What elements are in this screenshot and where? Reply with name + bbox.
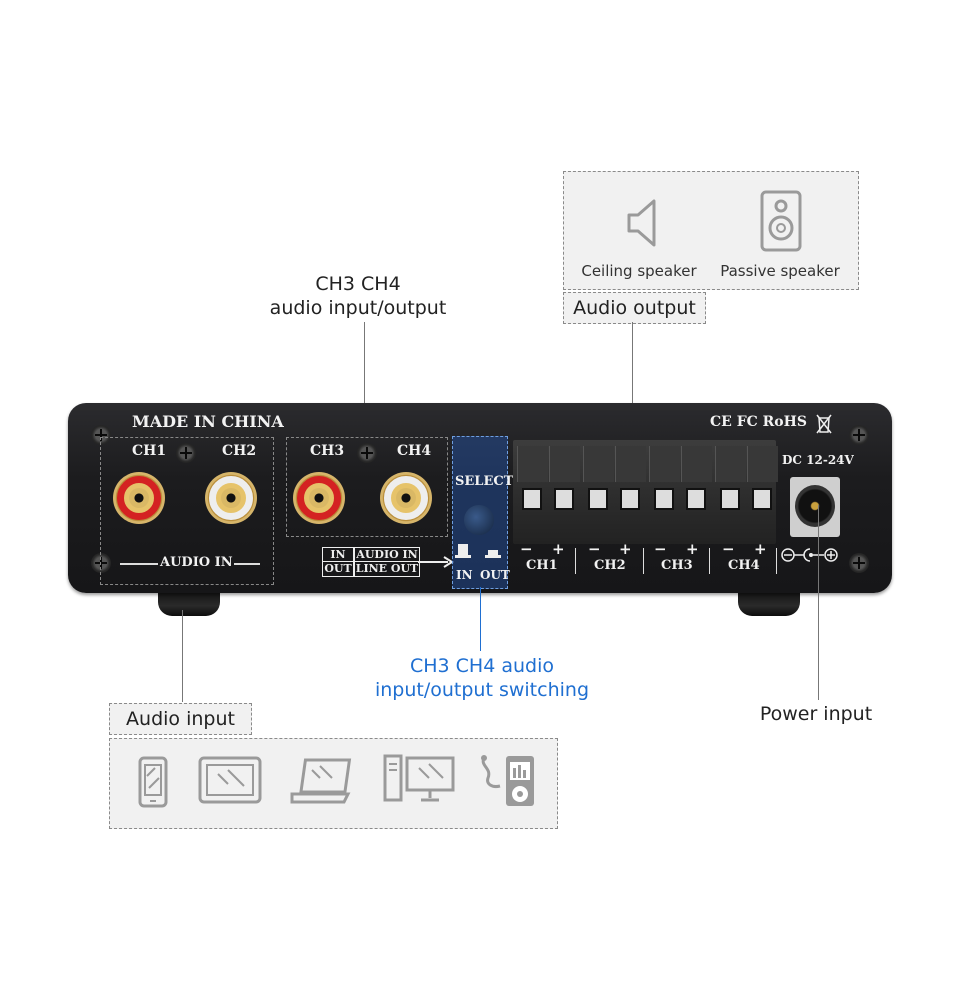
ch34-io-leader: [364, 322, 365, 440]
weee-bin-icon: [816, 414, 832, 434]
ch4-rca-jack[interactable]: [380, 472, 432, 524]
device-foot-right: [738, 590, 800, 616]
ch34-io-line2: audio input/output: [269, 297, 447, 319]
audio-output-label: Audio output: [563, 292, 706, 324]
ch1-rca-jack[interactable]: [113, 472, 165, 524]
ceiling-speaker-icon: [627, 199, 656, 247]
corner-screw-tl: [91, 425, 111, 445]
term-ch4-minus: −: [722, 540, 735, 558]
legend-audio-in: AUDIO IN: [355, 548, 419, 562]
audio-line-legend: AUDIO IN LINE OUT: [354, 547, 420, 577]
legend-out: OUT: [324, 562, 352, 575]
term-ch1-label: CH1: [526, 558, 558, 573]
ch3-rca-jack[interactable]: [293, 472, 345, 524]
phone-icon: [138, 756, 168, 808]
switching-leader: [480, 587, 481, 651]
switching-line2: input/output switching: [374, 679, 590, 701]
ch3-label: CH3: [310, 443, 345, 459]
term-ch2-minus: −: [588, 540, 601, 558]
arrow-right-icon: [418, 556, 454, 568]
term-ch2-plus: +: [619, 540, 632, 558]
corner-screw-tr: [849, 425, 869, 445]
ch2-label: CH2: [222, 443, 257, 459]
power-input-leader: [818, 505, 819, 700]
legend-in: IN: [323, 548, 353, 562]
term-ch1-plus: +: [552, 540, 565, 558]
certification-marks: CE FC RoHS: [710, 414, 807, 430]
term-ch1-minus: −: [520, 540, 533, 558]
ch34-io-line1: CH3 CH4: [315, 273, 401, 295]
audio-in-label: AUDIO IN: [160, 555, 233, 570]
terminal-ch4-neg[interactable]: [720, 488, 740, 510]
switching-line1: CH3 CH4 audio: [409, 655, 554, 677]
mp3-player-icon: [481, 755, 534, 806]
ch2-rca-jack[interactable]: [205, 472, 257, 524]
dc-power-jack[interactable]: [790, 477, 840, 537]
power-input-callout: Power input: [759, 703, 873, 725]
ceiling-speaker-label: Ceiling speaker: [581, 262, 697, 280]
dc-voltage-label: DC 12-24V: [782, 453, 854, 467]
passive-speaker-icon: [760, 190, 802, 252]
switch-in-position-icon: [455, 544, 471, 558]
dc-polarity-icon: [781, 548, 838, 562]
ch34-dash-area: [286, 437, 448, 537]
panel-screw-ch12: [176, 443, 196, 463]
term-divider-3: [709, 548, 710, 574]
term-ch3-plus: +: [686, 540, 699, 558]
term-divider-1: [575, 548, 576, 574]
audio-input-label: Audio input: [109, 703, 252, 735]
switch-out-position-icon: [485, 550, 501, 558]
term-divider-2: [643, 548, 644, 574]
term-ch3-minus: −: [654, 540, 667, 558]
corner-screw-br: [849, 553, 869, 573]
switch-out-label: OUT: [480, 568, 510, 582]
desktop-pc-icon: [383, 754, 455, 802]
in-out-legend: IN OUT: [322, 547, 354, 577]
terminal-ch1-pos[interactable]: [554, 488, 574, 510]
terminal-ch3-neg[interactable]: [654, 488, 674, 510]
terminal-ch4-pos[interactable]: [752, 488, 772, 510]
ch4-label: CH4: [397, 443, 432, 459]
term-ch3-label: CH3: [661, 558, 693, 573]
term-ch4-plus: +: [754, 540, 767, 558]
terminal-ch2-pos[interactable]: [620, 488, 640, 510]
speaker-output-box: [563, 171, 859, 290]
terminal-ch1-neg[interactable]: [522, 488, 542, 510]
input-devices-box: [109, 738, 558, 829]
laptop-icon: [290, 758, 352, 804]
term-divider-4: [776, 548, 777, 574]
ch1-label: CH1: [132, 443, 167, 459]
terminal-ch3-pos[interactable]: [686, 488, 706, 510]
term-ch4-label: CH4: [728, 558, 760, 573]
passive-speaker-label: Passive speaker: [720, 262, 840, 280]
select-label: SELECT: [455, 474, 514, 489]
audio-in-rule-right: [234, 563, 260, 565]
corner-screw-bl: [91, 553, 111, 573]
ch34-io-callout: CH3 CH4 audio input/output: [258, 272, 458, 320]
switching-callout: CH3 CH4 audio input/output switching: [360, 654, 604, 702]
speaker-terminal-block: [513, 440, 778, 544]
audio-input-leader: [182, 610, 183, 702]
legend-line-out: LINE OUT: [355, 562, 419, 575]
select-button[interactable]: [464, 505, 494, 535]
audio-output-leader: [632, 322, 633, 436]
audio-in-dash-area: [100, 437, 274, 585]
terminal-ch2-neg[interactable]: [588, 488, 608, 510]
made-in-china-text: MADE IN CHINA: [132, 412, 284, 431]
audio-in-rule-left: [120, 563, 158, 565]
panel-screw-ch34: [357, 443, 377, 463]
switch-in-label: IN: [456, 568, 473, 582]
tablet-icon: [198, 756, 262, 804]
term-ch2-label: CH2: [594, 558, 626, 573]
device-foot-left: [158, 590, 220, 616]
